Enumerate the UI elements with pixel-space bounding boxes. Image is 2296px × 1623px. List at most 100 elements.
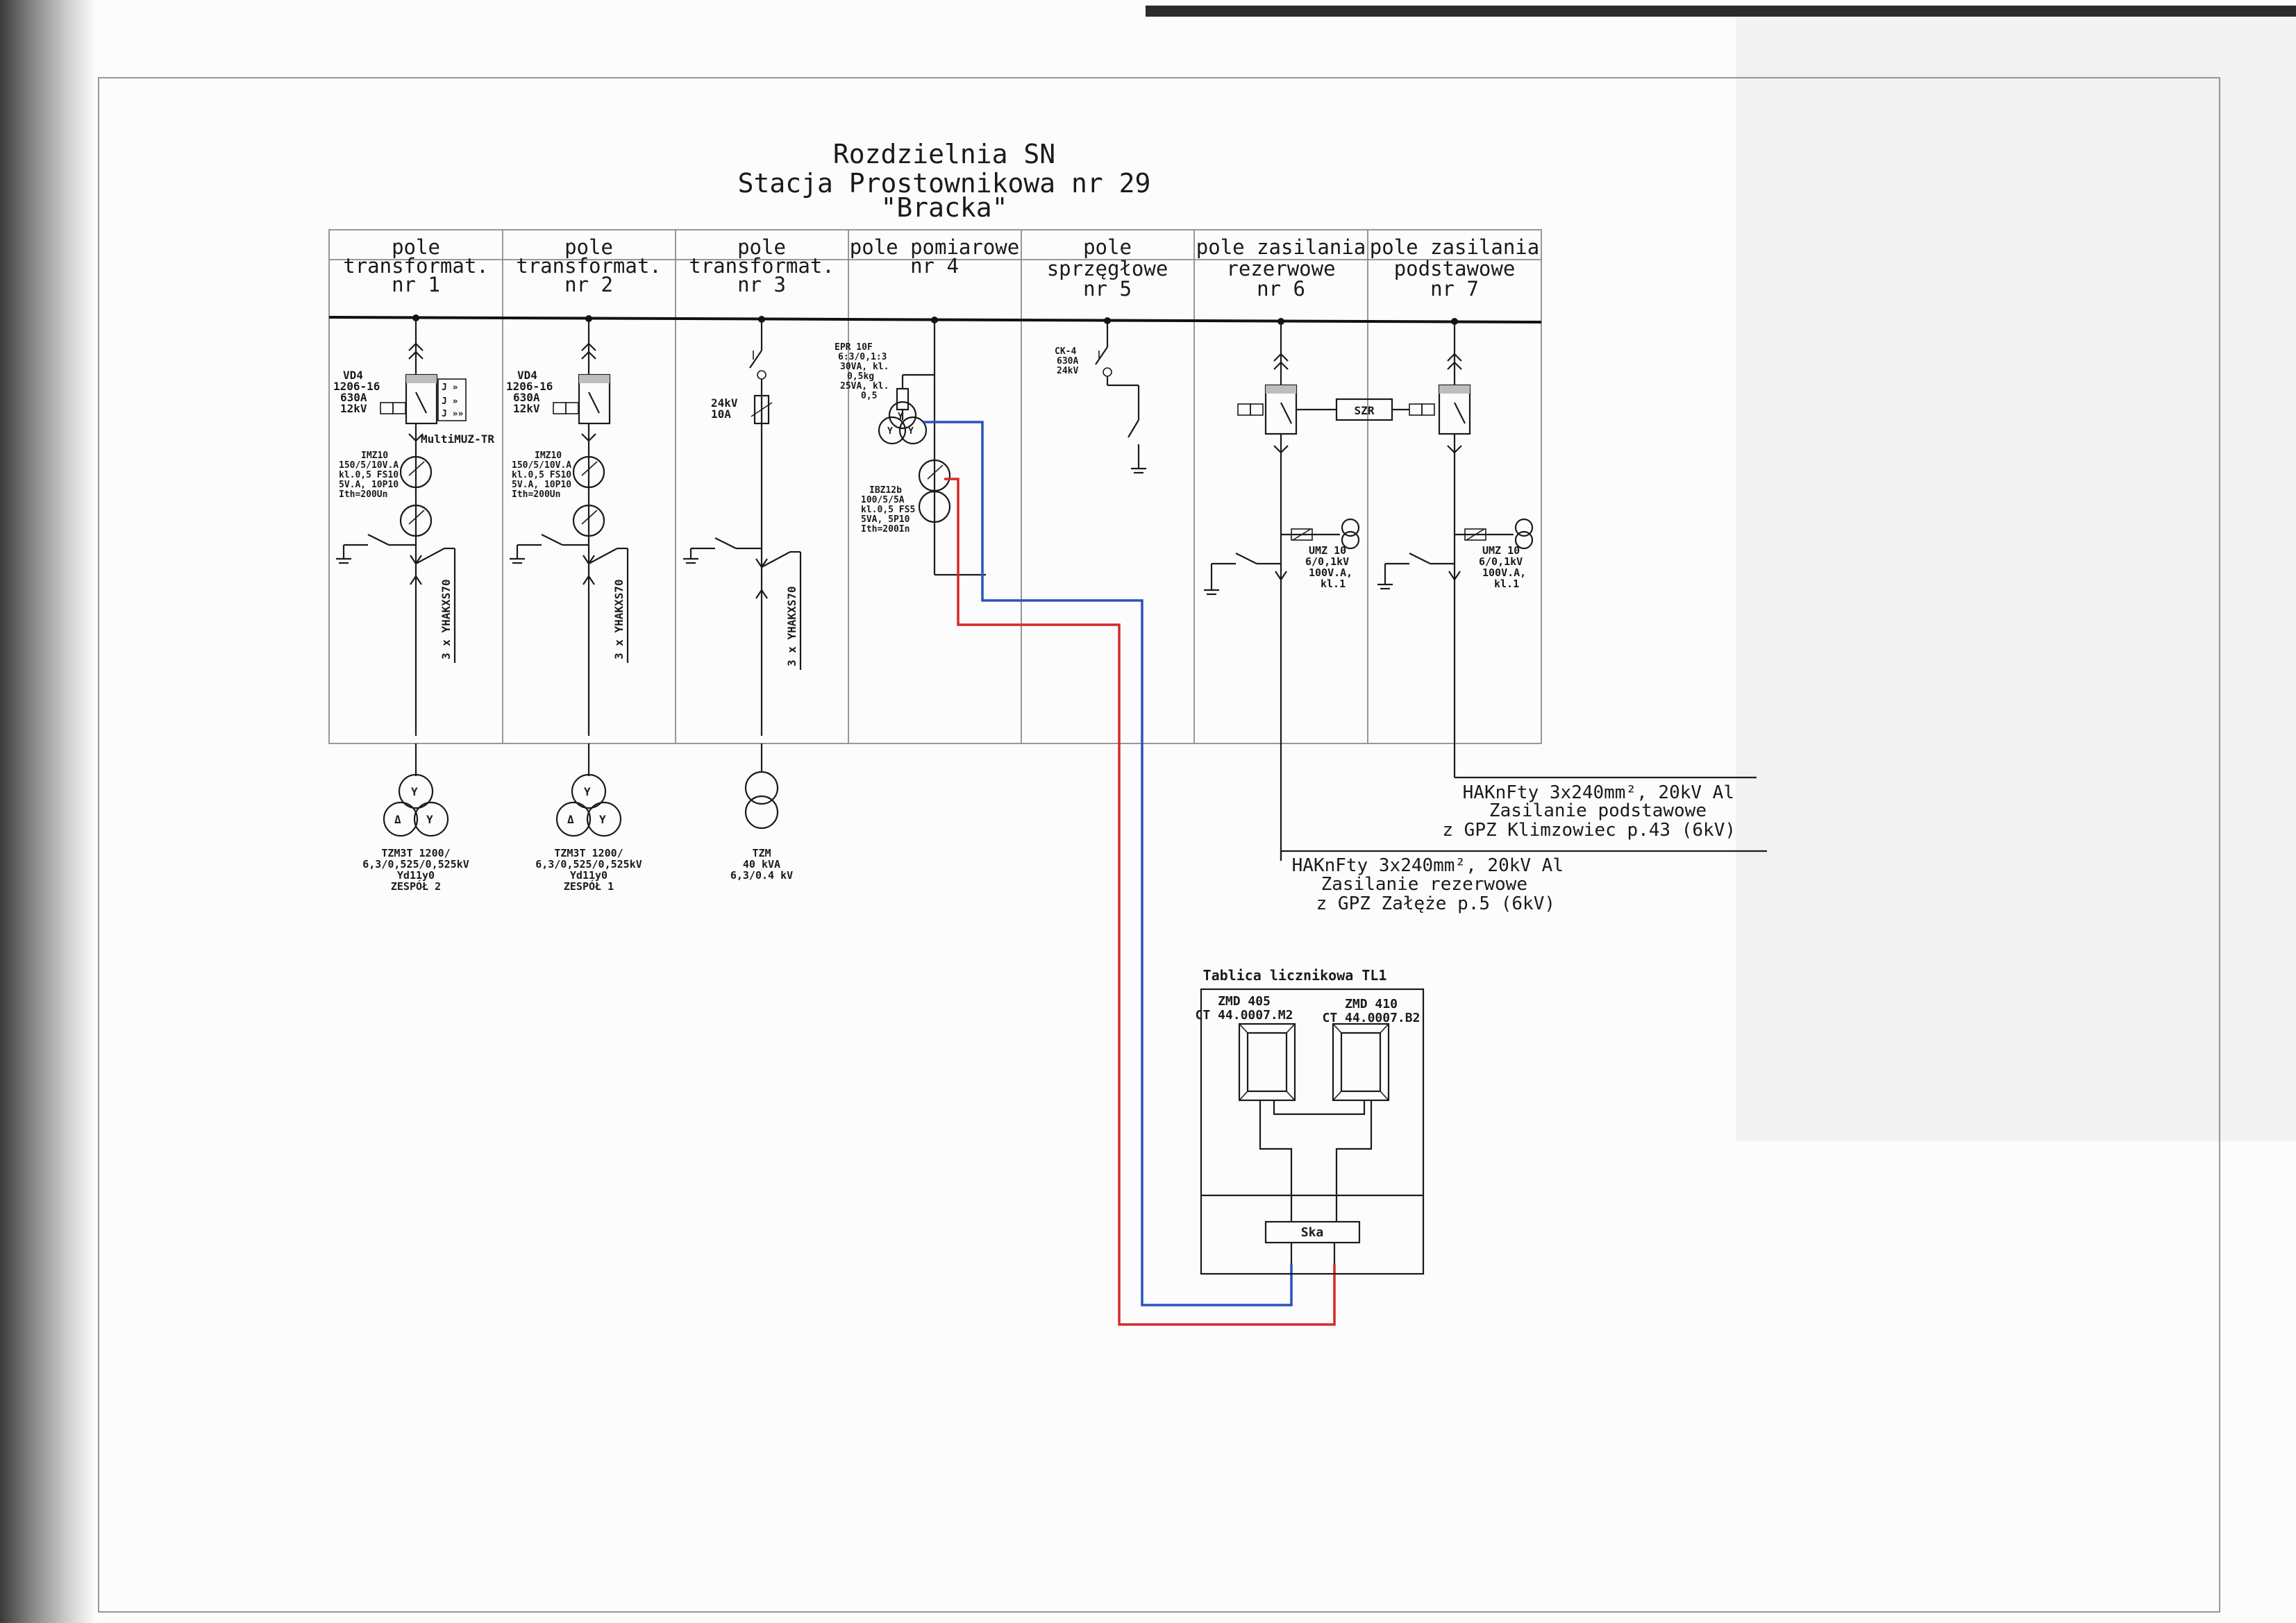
svg-text:CK-4: CK-4 bbox=[1055, 346, 1076, 357]
svg-text:630A: 630A bbox=[513, 391, 540, 404]
svg-text:40 kVA: 40 kVA bbox=[743, 858, 780, 871]
svg-text:150/5/10V.A,: 150/5/10V.A, bbox=[512, 460, 577, 471]
svg-text:6,3/0,525/0,525kV: 6,3/0,525/0,525kV bbox=[535, 858, 642, 871]
field-2-label-b: transformat. bbox=[516, 254, 662, 278]
transformer-icon bbox=[744, 771, 779, 805]
top-edge-shadow bbox=[1146, 6, 2296, 17]
svg-text:30VA, kl.: 30VA, kl. bbox=[840, 362, 889, 372]
field-3-label-c: nr 3 bbox=[737, 273, 786, 296]
svg-text:6:3/0,1:3: 6:3/0,1:3 bbox=[838, 352, 887, 362]
title-line-2: Stacja Prostownikowa nr 29 bbox=[738, 168, 1151, 199]
svg-text:IMZ10: IMZ10 bbox=[535, 451, 562, 461]
cable-label: 3 x YHAKXS70 bbox=[785, 586, 798, 666]
field-6-label-b: rezerwowe bbox=[1226, 257, 1335, 280]
svg-text:EPR 10F: EPR 10F bbox=[835, 342, 873, 353]
transformer-icon bbox=[571, 773, 607, 809]
field-1-transformer-feeder: J » J » J »» MultiMUZ-TR VD4 1206-16 630… bbox=[333, 318, 494, 893]
meter-board: Tablica licznikowa TL1 ZMD 405 CT 44.000… bbox=[1196, 967, 1425, 1275]
svg-text:12kV: 12kV bbox=[513, 402, 540, 415]
svg-text:630A: 630A bbox=[1057, 356, 1078, 367]
svg-text:VD4: VD4 bbox=[343, 369, 363, 382]
cable-main-spec: HAKnFty 3x240mm², 20kV Al bbox=[1463, 782, 1734, 803]
cable-main-source: z GPZ Klimzowiec p.43 (6kV) bbox=[1442, 820, 1736, 841]
incoming-cable-main: HAKnFty 3x240mm², 20kV Al Zasilanie pods… bbox=[1442, 776, 1757, 841]
meter-2-name: ZMD 410 bbox=[1345, 997, 1398, 1011]
drawing-title: Rozdzielnia SN Stacja Prostownikowa nr 2… bbox=[738, 139, 1151, 223]
svg-text:Yd11y0: Yd11y0 bbox=[397, 869, 435, 882]
relay-box bbox=[437, 378, 467, 421]
field-5-label-b: sprzęgłowe bbox=[1047, 257, 1168, 280]
field-2-label-a: pole bbox=[564, 235, 613, 259]
svg-text:Ith=200In: Ith=200In bbox=[861, 524, 910, 535]
svg-text:IBZ12b: IBZ12b bbox=[869, 485, 902, 496]
svg-text:0,5kg: 0,5kg bbox=[847, 371, 874, 382]
field-1-label-a: pole bbox=[392, 235, 440, 259]
electricity-meter-icon bbox=[1332, 1023, 1390, 1102]
svg-text:ZESPÓŁ 2: ZESPÓŁ 2 bbox=[391, 880, 441, 893]
field-5-label-c: nr 5 bbox=[1083, 277, 1132, 301]
title-line-3: "Bracka" bbox=[880, 192, 1007, 223]
svg-text:5V.A, 10P10: 5V.A, 10P10 bbox=[339, 480, 399, 490]
svg-text:Δ: Δ bbox=[567, 813, 574, 826]
svg-text:100/5/5A: 100/5/5A bbox=[861, 495, 905, 505]
meter-1-ct: CT 44.0007.M2 bbox=[1196, 1008, 1293, 1023]
svg-text:100V.A,: 100V.A, bbox=[1482, 566, 1526, 579]
cable-label: 3 x YHAKXS70 bbox=[612, 579, 626, 659]
transformer-icon bbox=[398, 773, 434, 809]
svg-text:TZM: TZM bbox=[752, 847, 771, 859]
svg-text:Y: Y bbox=[584, 785, 591, 798]
svg-text:TZM3T 1200/: TZM3T 1200/ bbox=[554, 847, 623, 859]
field-7-main-supply: UMZ 10 6/0,1kV 100V.A, kl.1 bbox=[1377, 321, 1534, 777]
svg-text:ZESPÓŁ 1: ZESPÓŁ 1 bbox=[564, 880, 614, 893]
svg-text:kl.0,5 FS5: kl.0,5 FS5 bbox=[861, 505, 915, 515]
current-transformer-icon bbox=[572, 455, 605, 489]
svg-text:Ith=200Un: Ith=200Un bbox=[339, 489, 387, 500]
current-transformer-icon bbox=[399, 455, 433, 489]
field-5-label-a: pole bbox=[1083, 235, 1132, 259]
cable-reserve-spec: HAKnFty 3x240mm², 20kV Al bbox=[1292, 855, 1564, 876]
svg-text:25VA, kl.: 25VA, kl. bbox=[840, 381, 889, 392]
cable-reserve-purpose: Zasilanie rezerwowe bbox=[1321, 874, 1527, 895]
field-3-auxiliary-transformer: 24kV 10A 3 x YHAKXS70 TZM 40 kVA 6,3/0.4… bbox=[683, 319, 802, 882]
svg-text:6,3/0.4 kV: 6,3/0.4 kV bbox=[730, 869, 793, 882]
field-6-label-a: pole zasilania bbox=[1196, 235, 1366, 259]
field-1-label-c: nr 1 bbox=[392, 273, 440, 296]
field-4-metering: Y Y Y EPR 10F 6:3/0,1:3 30VA, kl. 0,5kg … bbox=[835, 320, 986, 576]
svg-text:Y: Y bbox=[426, 813, 433, 826]
svg-text:6/0,1kV: 6/0,1kV bbox=[1479, 555, 1523, 568]
binding-shadow bbox=[0, 0, 97, 1623]
svg-text:630A: 630A bbox=[340, 391, 367, 404]
field-7-label-b: podstawowe bbox=[1394, 257, 1516, 280]
svg-text:SZR: SZR bbox=[1355, 404, 1375, 417]
underlying-sheet bbox=[1736, 17, 2296, 1141]
svg-text:0,5: 0,5 bbox=[861, 391, 877, 401]
svg-text:UMZ 10: UMZ 10 bbox=[1482, 544, 1520, 557]
switch-disconnector-icon bbox=[749, 350, 762, 369]
svg-text:1206-16: 1206-16 bbox=[333, 380, 380, 393]
svg-text:Ska: Ska bbox=[1301, 1225, 1324, 1240]
svg-text:10A: 10A bbox=[711, 407, 731, 421]
relay-name: MultiMUZ-TR bbox=[421, 432, 494, 446]
cable-main-purpose: Zasilanie podstawowe bbox=[1489, 800, 1707, 821]
svg-text:150/5/10V.A,: 150/5/10V.A, bbox=[339, 460, 404, 471]
szr-automatic-transfer: SZR bbox=[1335, 398, 1409, 421]
field-1-label-b: transformat. bbox=[343, 254, 489, 278]
svg-text:Ith=200Un: Ith=200Un bbox=[512, 489, 560, 500]
fuse-icon bbox=[753, 394, 770, 425]
meter-1-name: ZMD 405 bbox=[1218, 994, 1271, 1009]
svg-text:Y: Y bbox=[887, 426, 893, 437]
drawing-frame bbox=[98, 77, 2220, 1613]
field-5-coupler: CK-4 630A 24kV bbox=[1055, 321, 1146, 474]
svg-text:Y: Y bbox=[599, 813, 606, 826]
svg-text:VD4: VD4 bbox=[517, 369, 537, 382]
svg-text:6,3/0,525/0,525kV: 6,3/0,525/0,525kV bbox=[362, 858, 469, 871]
svg-text:Y: Y bbox=[411, 785, 418, 798]
field-7-label-c: nr 7 bbox=[1430, 277, 1479, 301]
field-7-label-a: pole zasilania bbox=[1370, 235, 1539, 259]
svg-text:100V.A,: 100V.A, bbox=[1309, 566, 1352, 579]
voltage-transformer-icon bbox=[1514, 518, 1534, 537]
svg-text:J »: J » bbox=[442, 396, 458, 407]
svg-text:5V.A, 10P10: 5V.A, 10P10 bbox=[512, 480, 571, 490]
field-3-label-b: transformat. bbox=[689, 254, 835, 278]
switch-disconnector-icon bbox=[1095, 346, 1108, 365]
